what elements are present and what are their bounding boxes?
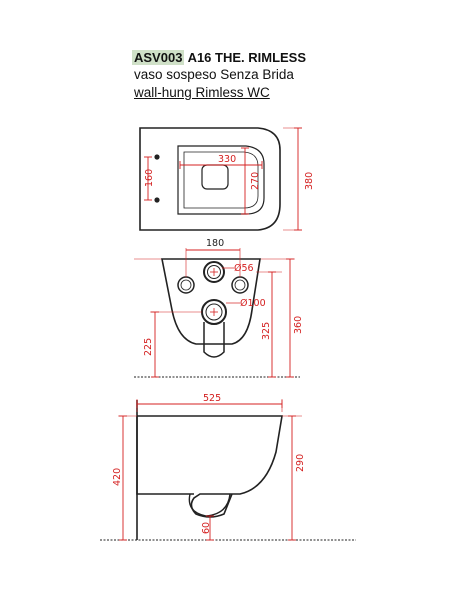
front-view-outline bbox=[161, 258, 261, 345]
top-view-bolt-hole-lower bbox=[154, 197, 160, 203]
top-view-bolt-hole-upper bbox=[154, 154, 160, 160]
top-view-bowl bbox=[177, 145, 265, 215]
side-view-outline bbox=[136, 415, 283, 518]
side-dim-outlet-label: 60 bbox=[201, 522, 212, 534]
front-right-port bbox=[231, 276, 249, 294]
title-block: ASV003 A16 THE. RIMLESS vaso sospeso Sen… bbox=[132, 50, 434, 102]
top-view: 330 270 160 380 bbox=[139, 127, 315, 231]
top-dim-depth-label: 270 bbox=[250, 172, 261, 190]
top-dim-width-label: 330 bbox=[218, 154, 236, 165]
top-dim-length-label: 380 bbox=[304, 172, 315, 190]
product-title: ASV003 A16 THE. RIMLESS bbox=[132, 50, 434, 66]
front-dim-spacing-label: 180 bbox=[206, 238, 224, 249]
front-dim-inlet-dia-label: Ø56 bbox=[234, 263, 254, 274]
side-view: 525 420 290 60 bbox=[100, 393, 356, 541]
subtitle-english: wall-hung Rimless WC bbox=[134, 85, 270, 100]
front-view: 180 Ø56 Ø100 225 325 360 bbox=[134, 238, 304, 378]
subtitle-italian: vaso sospeso Senza Brida bbox=[134, 67, 294, 82]
top-dim-bolts-label: 160 bbox=[144, 169, 155, 187]
front-dim-outlet-height-label: 225 bbox=[143, 338, 154, 356]
product-code: ASV003 bbox=[132, 50, 185, 65]
front-dim-total-height-label: 360 bbox=[293, 316, 304, 334]
front-dim-inlet-height-label: 325 bbox=[261, 322, 272, 340]
front-outlet-pipe bbox=[203, 322, 225, 358]
side-dim-length-label: 525 bbox=[203, 393, 221, 404]
top-view-outline bbox=[139, 127, 281, 231]
top-view-drain-outline bbox=[201, 164, 229, 190]
front-inlet-port bbox=[203, 261, 225, 283]
side-dim-rim-label: 290 bbox=[295, 454, 306, 472]
top-view-inner-bowl bbox=[183, 151, 259, 209]
front-left-port bbox=[177, 276, 195, 294]
side-dim-height-label: 420 bbox=[112, 468, 123, 486]
front-dim-outlet-dia-label: Ø100 bbox=[240, 298, 266, 309]
product-model: A16 THE. RIMLESS bbox=[187, 50, 307, 65]
